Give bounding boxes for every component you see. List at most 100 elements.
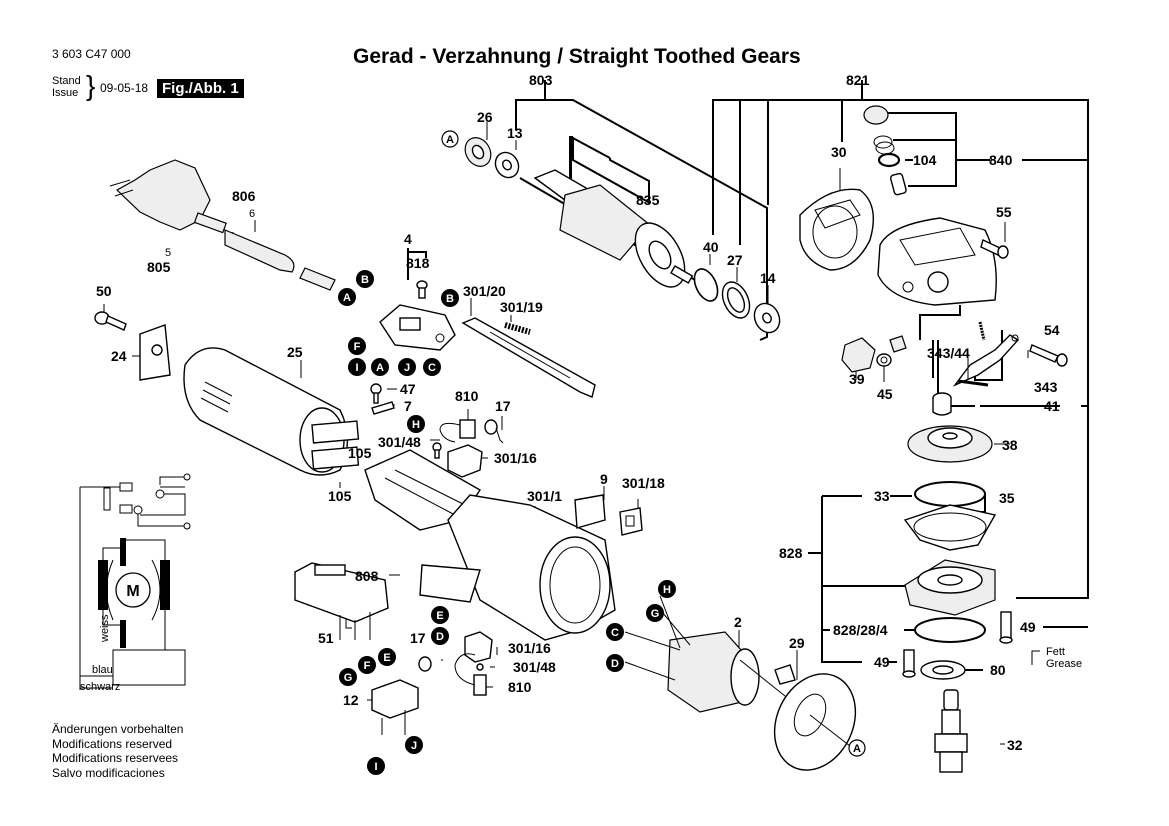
diagram-title: Gerad - Verzahnung / Straight Toothed Ge… [353,45,801,68]
screw-54 [1029,344,1068,367]
note-de: Änderungen vorbehalten [52,722,184,736]
badge-h-2: H [658,580,676,598]
svg-text:A: A [853,743,861,755]
grease-label-de: Fett [1046,646,1065,658]
label-27: 27 [727,252,743,268]
label-6: 6 [249,208,255,220]
brace-icon: } [86,70,96,101]
badge-a-outline-1: A [441,130,459,148]
label-54: 54 [1044,322,1060,338]
badge-j-2: J [405,736,423,754]
brush-spring-17b [418,656,432,672]
connector-badges: A A B A B F I A J C H E D E F G J I H G … [338,130,866,775]
label-35: 35 [999,490,1015,506]
grease-label-en: Grease [1046,658,1082,670]
capacitor-leads [381,710,406,735]
part-labels: 803 821 26 13 835 30 104 840 55 806 6 5 … [96,72,1082,753]
label-343-44: 343/44 [927,345,970,361]
svg-text:F: F [354,341,361,353]
gear-housing [877,217,997,306]
label-803: 803 [529,72,553,88]
badge-j-1: J [398,358,416,376]
label-301-48a: 301/48 [378,434,421,450]
label-26: 26 [477,109,493,125]
label-821: 821 [846,72,870,88]
label-80: 80 [990,662,1006,678]
badge-i-2: I [367,757,385,775]
screw-301-48b [476,663,484,671]
label-301-19: 301/19 [500,299,543,315]
label-33: 33 [874,488,890,504]
svg-text:B: B [361,274,369,286]
issue-label: Issue [52,87,79,99]
label-818: 818 [406,255,430,271]
svg-text:C: C [611,627,619,639]
svg-text:I: I [355,362,358,374]
note-fr: Modifications reservees [52,751,179,765]
badge-e-1: E [431,606,449,624]
spring-301-19 [504,322,531,335]
bracket-821 [712,99,1089,599]
wheel-guard-30 [799,188,874,271]
badge-a-1: A [338,288,356,306]
svg-text:D: D [611,658,619,670]
label-104: 104 [913,152,937,168]
label-24: 24 [111,348,127,364]
label-301-16b: 301/16 [508,640,551,656]
stand-issue-block: Stand Issue } [52,72,95,100]
label-806: 806 [232,188,256,204]
needle-bearing-41 [932,392,952,416]
label-105a: 105 [348,445,372,461]
svg-text:C: C [428,362,436,374]
wiring-diagram: M weiss blau schwarz [79,473,191,693]
o-ring-33 [914,481,986,507]
badge-c-1: C [423,358,441,376]
screw-301-48 [432,442,442,459]
label-29: 29 [789,635,805,651]
label-835: 835 [636,192,660,208]
label-12: 12 [343,692,359,708]
note-en: Modifications reserved [52,736,173,751]
badge-f-2: F [358,656,376,674]
badge-e-2: E [378,648,396,666]
svg-text:H: H [663,584,671,596]
bevel-gear-38 [907,425,993,463]
label-301-20: 301/20 [463,283,506,299]
svg-text:B: B [446,293,454,305]
label-840: 840 [989,152,1013,168]
label-301-1: 301/1 [527,488,562,504]
badge-a-2: A [371,358,389,376]
nut-45 [876,353,892,367]
brush-holder-301-16b [464,631,493,663]
brush-holder-301-16 [447,444,483,478]
brush-holder-4 [379,280,456,351]
screw-55 [980,239,1009,259]
cable-clamp-24 [139,324,171,381]
bearing-flange-828 [904,559,996,616]
stand-label: Stand [52,75,81,87]
badge-g-2: G [646,604,664,622]
badge-a-outline-2: A [848,739,866,757]
label-17a: 17 [495,398,511,414]
badge-f-1: F [348,337,366,355]
o-ring-828-28-4 [914,617,986,643]
armature-835 [519,169,696,288]
badge-d-2: D [606,654,624,672]
badge-h-1: H [407,415,425,433]
badge-d-1: D [431,627,449,645]
svg-text:D: D [436,631,444,643]
svg-text:E: E [383,652,390,664]
svg-text:I: I [374,761,377,773]
label-30: 30 [831,144,847,160]
power-plug [109,159,227,234]
fan-baffle-29 [773,664,857,771]
label-51: 51 [318,630,334,646]
label-301-18: 301/18 [622,475,665,491]
badge-i-1: I [348,358,366,376]
brush-spring-17 [484,419,504,444]
label-25: 25 [287,344,303,360]
ring-27 [721,281,751,319]
label-38: 38 [1002,437,1018,453]
badge-b-1: B [356,270,374,288]
label-805: 805 [147,259,171,275]
